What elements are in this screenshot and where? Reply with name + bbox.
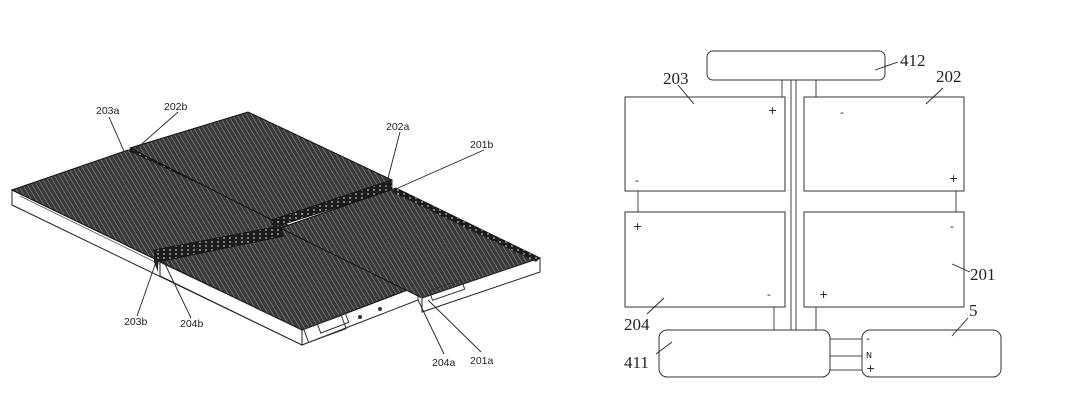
label-203a: 203a: [96, 105, 120, 117]
connector-201a: [428, 279, 466, 301]
plus-sign: +: [949, 172, 958, 185]
minus-sign: -: [840, 106, 844, 119]
label-5: 5: [969, 301, 978, 320]
label-201a: 201a: [470, 355, 494, 367]
connector-204a: [316, 312, 350, 334]
label-411: 411: [624, 353, 649, 372]
block-labels: 412 203 202 201 204 411 5: [624, 51, 996, 372]
leader-lines: [108, 111, 485, 355]
n-sign: N: [866, 351, 872, 360]
label-204: 204: [624, 315, 650, 334]
block-201: [803, 211, 965, 308]
block-5: [861, 329, 1002, 378]
block-202: [803, 96, 965, 192]
label-204a: 204a: [432, 357, 456, 369]
block-412: [706, 50, 886, 81]
plus-sign: +: [768, 104, 777, 117]
minus-sign: -: [866, 332, 870, 345]
label-201b: 201b: [470, 139, 494, 151]
label-203b: 203b: [124, 316, 148, 328]
label-202b: 202b: [164, 101, 188, 113]
label-412: 412: [900, 51, 926, 70]
plus-sign: +: [819, 288, 828, 301]
module-204-front: [153, 225, 347, 346]
polarity-signs: + - - + + - - + - N +: [633, 104, 958, 375]
block-203: [624, 96, 786, 192]
label-204b: 204b: [180, 318, 204, 330]
label-203: 203: [663, 69, 689, 88]
module-201: [278, 187, 542, 313]
label-202: 202: [936, 67, 962, 86]
block-204: [624, 211, 786, 308]
battery-pack-isometric-drawing: 203a 202b 202a 201b 203b 204b 204a 201a: [10, 101, 542, 369]
block-411: [658, 329, 831, 378]
block-diagram: + - - + + - - + - N + 412 203 202 201 20…: [624, 50, 1002, 378]
plus-sign: +: [866, 362, 875, 375]
label-202a: 202a: [386, 121, 410, 133]
part-labels: 203a 202b 202a 201b 203b 204b 204a 201a: [96, 101, 494, 369]
module-202: [128, 111, 394, 229]
minus-sign: -: [950, 220, 954, 233]
minus-sign: -: [767, 288, 771, 301]
plus-sign: +: [633, 220, 642, 233]
minus-sign: -: [635, 174, 639, 187]
label-201: 201: [970, 265, 996, 284]
